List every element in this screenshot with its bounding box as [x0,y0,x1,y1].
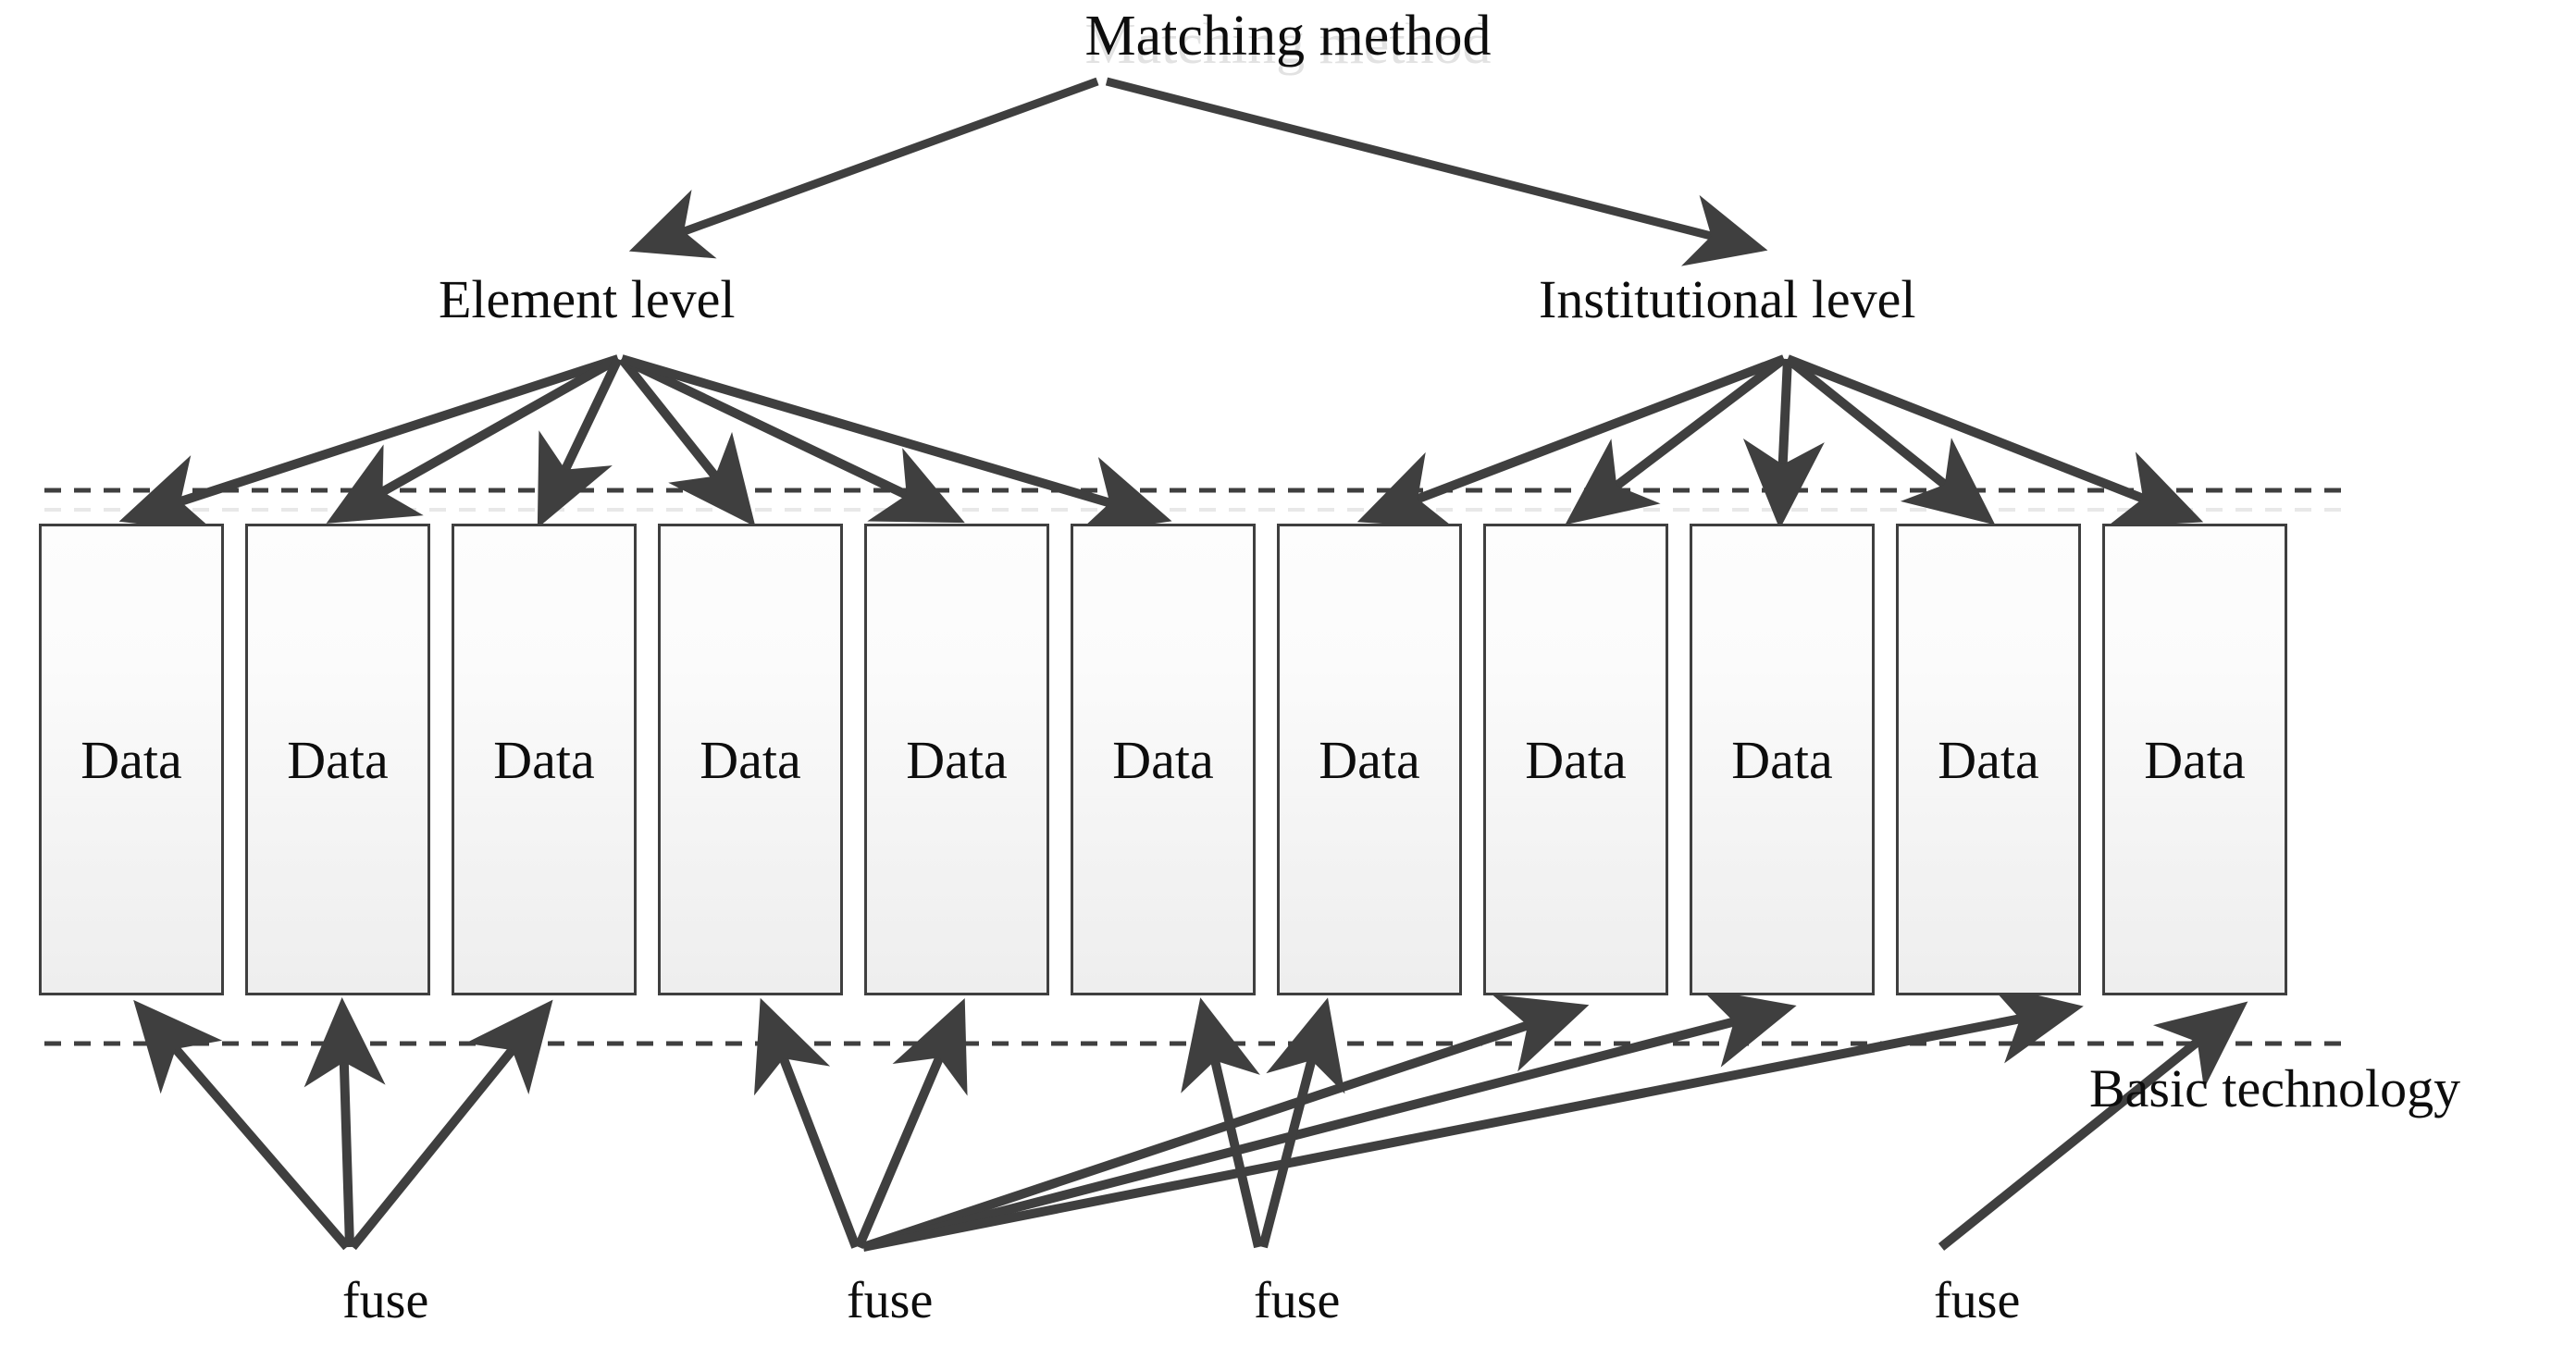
label-element-level: Element level Element level [439,273,735,335]
data-box-8[interactable]: Data [1690,524,1885,1006]
data-box-3[interactable]: Data [658,524,853,1006]
data-box-label: Data [1731,729,1833,790]
data-box-label: Data [700,729,801,790]
arrow-element-to-box-5 [620,354,1172,536]
arrow-fuse-2-to-box-7 [861,994,1590,1252]
arrow-element-to-box-1 [326,354,621,524]
arrow-fuse-2-to-box-4 [854,997,968,1249]
data-box-label: Data [287,729,389,790]
label-institutional-level-text: Institutional level [1539,269,1916,329]
data-box-4[interactable]: Data [864,524,1059,1006]
label-institutional-level: Institutional level Institutional level [1539,273,1916,335]
arrow-fuse-3-to-box-5 [1181,997,1263,1249]
arrow-fuse-2-to-box-8 [861,988,1797,1252]
arrow-fuse-1-to-box-0 [133,999,351,1251]
arrow-element-to-box-4 [619,354,965,524]
page-title: Matching method Matching method [1084,5,1492,73]
fuse-1-arrows [133,997,553,1251]
fuse-4-label-text: fuse [1934,1272,2021,1329]
fuse-3-label-text: fuse [1254,1272,1341,1329]
label-basic-technology-text: Basic technology [2089,1058,2461,1118]
data-box-label: Data [80,729,182,790]
label-basic-technology: Basic technology Basic technology [2089,1062,2460,1124]
data-box-label: Data [493,729,595,790]
arrow-institutional-to-box-8 [1742,358,1825,529]
arrow-fuse-4-to-box-10 [1938,1001,2248,1251]
arrow-institutional-to-box-9 [1784,355,1996,525]
data-box-9[interactable]: Data [1896,524,2091,1006]
arrow-element-to-box-3 [618,355,756,527]
label-element-level-text: Element level [439,269,736,329]
data-box-6[interactable]: Data [1277,524,1472,1006]
institutional-level-fanout-arrows [1356,354,2204,529]
arrow-fuse-2-to-box-9 [862,983,2084,1252]
data-box-5[interactable]: Data [1071,524,1266,1006]
data-box-2[interactable]: Data [452,524,647,1006]
data-box-label: Data [1938,729,2039,790]
arrow-institutional-to-box-6 [1356,354,1786,529]
fuse-2-arrows [754,983,2084,1252]
fuse-4-arrows [1938,1001,2248,1251]
data-box-7[interactable]: Data [1483,524,1678,1006]
fuse-2-label-text: fuse [847,1272,934,1329]
data-box-1[interactable]: Data [245,524,440,1006]
arrow-fuse-1-to-box-1 [303,997,386,1248]
data-box-10[interactable]: Data [2102,524,2297,1006]
data-box-0[interactable]: Data [39,524,234,1006]
arrow-root-to-institutional-level [1105,77,1768,266]
data-box-label: Data [1525,729,1627,790]
arrow-institutional-to-box-10 [1786,354,2204,528]
arrow-element-to-box-0 [118,354,620,533]
arrow-fuse-3-to-box-6 [1258,997,1345,1249]
fuse-1-label-text: fuse [342,1272,429,1329]
element-level-fanout-arrows [118,354,1172,536]
root-to-levels-arrows [628,77,1768,266]
page-title-text: Matching method [1084,5,1492,68]
arrow-institutional-to-box-7 [1565,355,1788,525]
arrow-fuse-2-to-box-3 [754,997,861,1249]
fuse-3-arrows [1181,997,1345,1249]
data-box-label: Data [1319,729,1420,790]
data-box-label: Data [906,729,1008,790]
data-box-label: Data [2144,729,2246,790]
data-box-label: Data [1112,729,1214,790]
arrow-root-to-element-level [628,77,1099,259]
arrow-element-to-box-2 [537,356,623,528]
arrow-fuse-1-to-box-2 [349,999,553,1251]
